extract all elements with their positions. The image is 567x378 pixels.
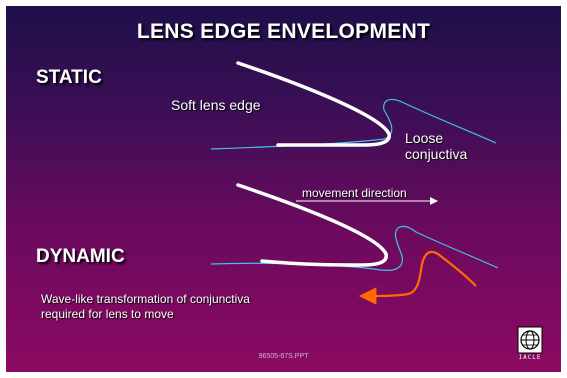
footer-filename: 96505-67S.PPT	[258, 353, 309, 360]
globe-logo-icon: IACLE	[517, 326, 543, 364]
dynamic-heading: DYNAMIC	[36, 246, 125, 267]
slide: LENS EDGE ENVELOPMENT STATIC DYNAMIC	[6, 6, 561, 372]
static-heading: STATIC	[36, 67, 102, 88]
dynamic-lens-edge	[236, 183, 388, 267]
movement-direction-label: movement direction	[302, 186, 407, 200]
wave-caption: Wave-like transformation of conjunctiva …	[41, 292, 250, 322]
diagram-art	[210, 61, 499, 305]
static-lens-edge	[236, 61, 391, 147]
soft-lens-edge-label: Soft lens edge	[171, 97, 261, 113]
loose-conjunctiva-label-line1: Loose	[405, 130, 444, 146]
wave-transformation-arrow	[358, 250, 477, 305]
loose-conjunctiva-label-line2: conjuctiva	[405, 146, 468, 162]
slide-title: LENS EDGE ENVELOPMENT	[136, 20, 431, 43]
wave-caption-line2: required for lens to move	[41, 307, 174, 321]
wave-caption-line1: Wave-like transformation of conjunctiva	[41, 292, 250, 306]
logo-text: IACLE	[518, 354, 542, 361]
loose-conjunctiva-label: Loose conjuctiva	[405, 130, 467, 162]
